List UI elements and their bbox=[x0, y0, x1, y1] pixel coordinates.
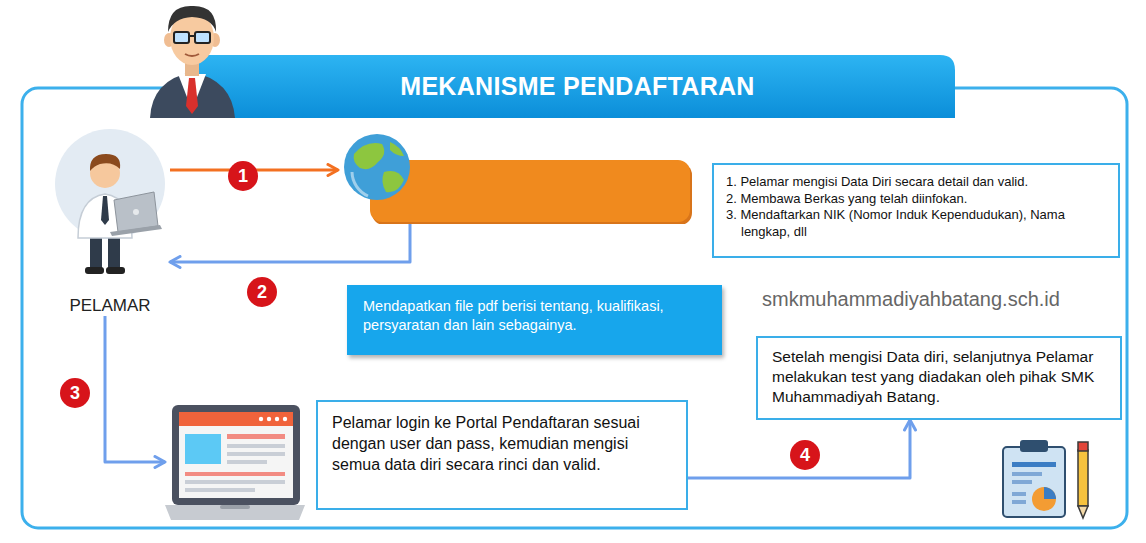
businessman-icon bbox=[168, 6, 216, 32]
connector-arrow bbox=[105, 316, 165, 462]
laptop-icon-art bbox=[185, 434, 221, 464]
applicant-icon-art bbox=[114, 192, 158, 232]
laptop-icon-art bbox=[172, 405, 300, 505]
clipboard-icon bbox=[1020, 440, 1048, 452]
clipboard-icon bbox=[1012, 472, 1042, 476]
node-text: 3. Mendaftarkan NIK (Nomor Induk Kependu… bbox=[726, 207, 1106, 240]
clipboard-icon bbox=[1032, 487, 1056, 511]
clipboard-icon bbox=[1003, 440, 1088, 518]
title-text: MEKANISME PENDAFTARAN bbox=[200, 55, 955, 118]
callout-number: 4 bbox=[790, 440, 820, 470]
node-text: PELAMAR bbox=[50, 296, 170, 316]
applicant-icon-art bbox=[110, 225, 162, 236]
laptop-icon-art bbox=[267, 417, 271, 421]
process-box: Pelamar login ke Portal Pendaftaran sesu… bbox=[316, 400, 688, 510]
laptop-icon-art bbox=[165, 505, 305, 520]
applicant-icon-art bbox=[133, 209, 139, 215]
applicant-icon-art bbox=[55, 129, 165, 239]
website-bar-art bbox=[352, 172, 368, 196]
node-text: 2. Membawa Berkas yang telah diinfokan. bbox=[726, 191, 1106, 208]
laptop-icon-art bbox=[283, 417, 287, 421]
applicant-icon-art bbox=[101, 196, 109, 225]
clipboard-icon bbox=[1012, 500, 1026, 504]
applicant-icon-art bbox=[90, 154, 120, 171]
website-bar-art bbox=[370, 160, 690, 222]
businessman-icon bbox=[186, 78, 198, 114]
applicant-icon-art bbox=[90, 234, 102, 270]
laptop-icon-art bbox=[220, 505, 250, 509]
clipboard-icon bbox=[1044, 487, 1056, 499]
clipboard-icon bbox=[1078, 442, 1088, 451]
node-text: Setelah mengisi Data diri, selanjutnya P… bbox=[772, 347, 1106, 407]
clipboard-icon bbox=[1078, 450, 1088, 506]
website-bar-art bbox=[382, 171, 404, 192]
businessman-icon bbox=[174, 32, 189, 43]
node-text: 1. Pelamar mengisi Data Diri secara deta… bbox=[726, 174, 1106, 191]
businessman-icon bbox=[150, 72, 235, 118]
laptop-icon-art bbox=[227, 444, 285, 448]
applicant-icon: PELAMAR bbox=[50, 128, 170, 316]
callout-number: 1 bbox=[228, 161, 258, 191]
laptop-icon-art bbox=[227, 434, 285, 439]
title-band bbox=[195, 55, 955, 118]
connector-arrow bbox=[688, 420, 910, 478]
businessman-icon bbox=[185, 54, 199, 56]
process-box: Setelah mengisi Data diri, selanjutnya P… bbox=[756, 336, 1122, 420]
clipboard-icon bbox=[1003, 447, 1065, 517]
website-bar-art bbox=[344, 134, 410, 200]
laptop-icon-art bbox=[185, 488, 255, 492]
laptop-icon bbox=[165, 402, 305, 527]
laptop-icon-art bbox=[227, 460, 267, 464]
clipboard-icon bbox=[1078, 506, 1088, 518]
outer-frame bbox=[22, 88, 1127, 528]
callout-number: 2 bbox=[247, 277, 277, 307]
applicant-icon-art bbox=[108, 234, 120, 270]
businessman-icon bbox=[195, 32, 210, 43]
node-text: Mendapatkan file pdf berisi tentang, kua… bbox=[363, 297, 706, 335]
applicant-icon-art bbox=[85, 267, 104, 274]
laptop-icon-art bbox=[179, 412, 293, 498]
clipboard-icon bbox=[1012, 480, 1032, 484]
laptop-icon-art bbox=[185, 480, 285, 484]
applicant-icon-art bbox=[106, 267, 125, 274]
laptop-icon-art bbox=[275, 417, 279, 421]
website-bar-art bbox=[390, 142, 404, 156]
businessman-icon bbox=[189, 35, 195, 37]
laptop-icon-art bbox=[165, 402, 305, 522]
businessman-icon bbox=[150, 6, 235, 118]
info-list-box: 1. Pelamar mengisi Data Diri secara deta… bbox=[712, 163, 1120, 258]
callout-number: 3 bbox=[60, 378, 90, 408]
laptop-icon-art bbox=[179, 412, 293, 426]
applicant-icon-art bbox=[50, 128, 170, 278]
clipboard-icon bbox=[1012, 492, 1026, 496]
node-text: Pelamar login ke Portal Pendaftaran sesu… bbox=[332, 412, 672, 475]
clipboard-icon bbox=[1012, 462, 1056, 467]
website-bar-art bbox=[338, 132, 694, 224]
connector-arrow bbox=[170, 224, 410, 262]
website-bar bbox=[338, 132, 694, 224]
info-callout: Mendapatkan file pdf berisi tentang, kua… bbox=[347, 285, 722, 355]
laptop-icon-art bbox=[259, 417, 263, 421]
website-bar-art bbox=[354, 143, 385, 169]
laptop-icon-art bbox=[227, 452, 285, 456]
laptop-icon-art bbox=[185, 472, 285, 476]
website-address: smkmuhammadiyahbatang.sch.id bbox=[762, 288, 1060, 311]
